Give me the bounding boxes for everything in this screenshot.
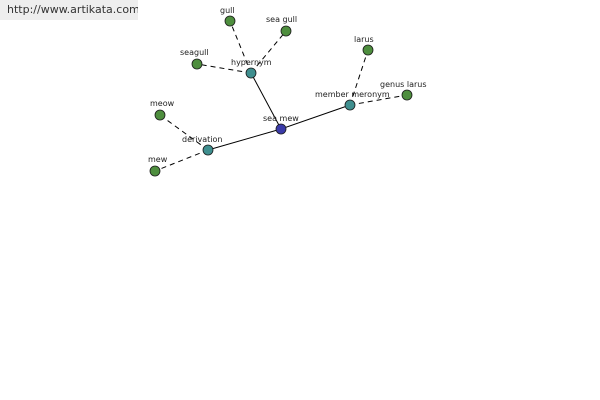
node-seagull[interactable] xyxy=(191,58,203,70)
node-label-sea-gull[interactable]: sea gull xyxy=(266,15,297,24)
node-label-member-meronym[interactable]: member meronym xyxy=(315,90,390,99)
edge-hypernym-to-seagull xyxy=(196,63,252,74)
node-label-genus-larus[interactable]: genus larus xyxy=(380,80,427,89)
node-genus-larus[interactable] xyxy=(401,89,413,101)
node-hypernym[interactable] xyxy=(245,67,257,79)
edges-layer xyxy=(154,20,408,172)
nodes-layer xyxy=(149,15,413,177)
node-gull[interactable] xyxy=(224,15,236,27)
labels-layer: sea mew hypernym member meronym derivation g… xyxy=(148,6,427,164)
node-sea-gull[interactable] xyxy=(280,25,292,37)
node-label-mew[interactable]: mew xyxy=(148,155,168,164)
edge-derivation-to-mew xyxy=(154,149,209,172)
node-label-sea-mew[interactable]: sea mew xyxy=(263,114,299,123)
edge-sea-mew-to-member-meronym xyxy=(280,104,351,130)
edge-hypernym-to-sea-gull xyxy=(250,30,287,74)
edge-member-meronym-to-larus xyxy=(349,49,369,106)
node-mew[interactable] xyxy=(149,165,161,177)
node-meow[interactable] xyxy=(154,109,166,121)
edge-derivation-to-meow xyxy=(159,114,209,151)
node-sea-mew[interactable] xyxy=(275,123,287,135)
node-label-gull[interactable]: gull xyxy=(220,6,235,15)
node-larus[interactable] xyxy=(362,44,374,56)
url-banner[interactable]: http://www.artikata.com xyxy=(0,0,138,20)
edge-sea-mew-to-hypernym xyxy=(250,72,282,130)
edge-hypernym-to-gull xyxy=(229,20,252,74)
node-label-derivation[interactable]: derivation xyxy=(182,135,222,144)
node-label-meow[interactable]: meow xyxy=(150,99,175,108)
node-member-meronym[interactable] xyxy=(344,99,356,111)
node-derivation[interactable] xyxy=(202,144,214,156)
edge-member-meronym-to-genus-larus xyxy=(349,94,408,106)
node-label-larus[interactable]: larus xyxy=(354,35,374,44)
edge-sea-mew-to-derivation xyxy=(207,128,282,151)
node-label-seagull[interactable]: seagull xyxy=(180,48,209,57)
node-label-hypernym[interactable]: hypernym xyxy=(231,58,272,67)
